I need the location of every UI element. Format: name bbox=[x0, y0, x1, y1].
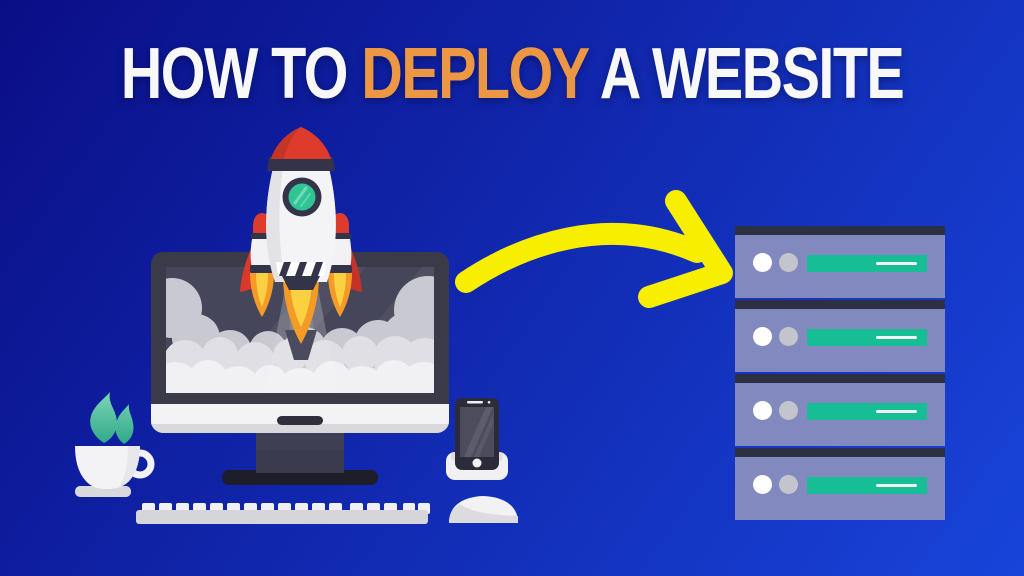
server-unit bbox=[735, 226, 945, 298]
server-front-panel bbox=[735, 309, 945, 372]
server-front-panel bbox=[735, 457, 945, 520]
steam-icon bbox=[90, 392, 117, 443]
status-light-icon bbox=[779, 401, 798, 420]
drive-bay-bar bbox=[807, 329, 927, 346]
coffee-cup-icon bbox=[75, 392, 155, 497]
drive-bay-line bbox=[876, 336, 917, 339]
status-light-icon bbox=[753, 475, 772, 494]
server-vent-strip bbox=[735, 374, 945, 383]
monitor-icon bbox=[151, 252, 449, 433]
drive-bay-bar bbox=[807, 255, 927, 272]
arrow-icon bbox=[455, 190, 733, 308]
home-button-icon bbox=[472, 458, 482, 468]
server-vent-strip bbox=[735, 448, 945, 457]
mouse-icon bbox=[449, 496, 518, 523]
drive-bay-line bbox=[876, 484, 917, 487]
rocket-tail-fin bbox=[285, 330, 317, 360]
title-prefix: HOW TO bbox=[120, 34, 362, 114]
title-highlight: DEPLOY bbox=[361, 34, 589, 114]
page-title: HOW TO DEPLOY A WEBSITE bbox=[102, 38, 921, 110]
smartphone-icon bbox=[455, 398, 499, 470]
status-light-icon bbox=[753, 327, 772, 346]
drive-bay-bar bbox=[807, 477, 927, 494]
drive-bay-line bbox=[876, 410, 917, 413]
smartphone-dock-icon bbox=[446, 398, 508, 480]
status-light-icon bbox=[779, 327, 798, 346]
drive-bay-bar bbox=[807, 403, 927, 420]
server-unit bbox=[735, 374, 945, 446]
title-suffix: A WEBSITE bbox=[587, 34, 905, 114]
drive-bay-line bbox=[876, 262, 917, 265]
status-light-icon bbox=[779, 253, 798, 272]
keyboard-icon bbox=[136, 503, 430, 524]
status-light-icon bbox=[779, 475, 798, 494]
rocket-icon bbox=[240, 127, 362, 344]
server-vent-strip bbox=[735, 300, 945, 309]
monitor-stand bbox=[222, 433, 378, 485]
server-unit bbox=[735, 300, 945, 372]
monitor-button bbox=[277, 416, 323, 425]
server-front-panel bbox=[735, 383, 945, 446]
server-front-panel bbox=[735, 235, 945, 298]
server-vent-strip bbox=[735, 226, 945, 235]
status-light-icon bbox=[753, 253, 772, 272]
server-rack bbox=[735, 226, 945, 520]
status-light-icon bbox=[753, 401, 772, 420]
server-unit bbox=[735, 448, 945, 520]
